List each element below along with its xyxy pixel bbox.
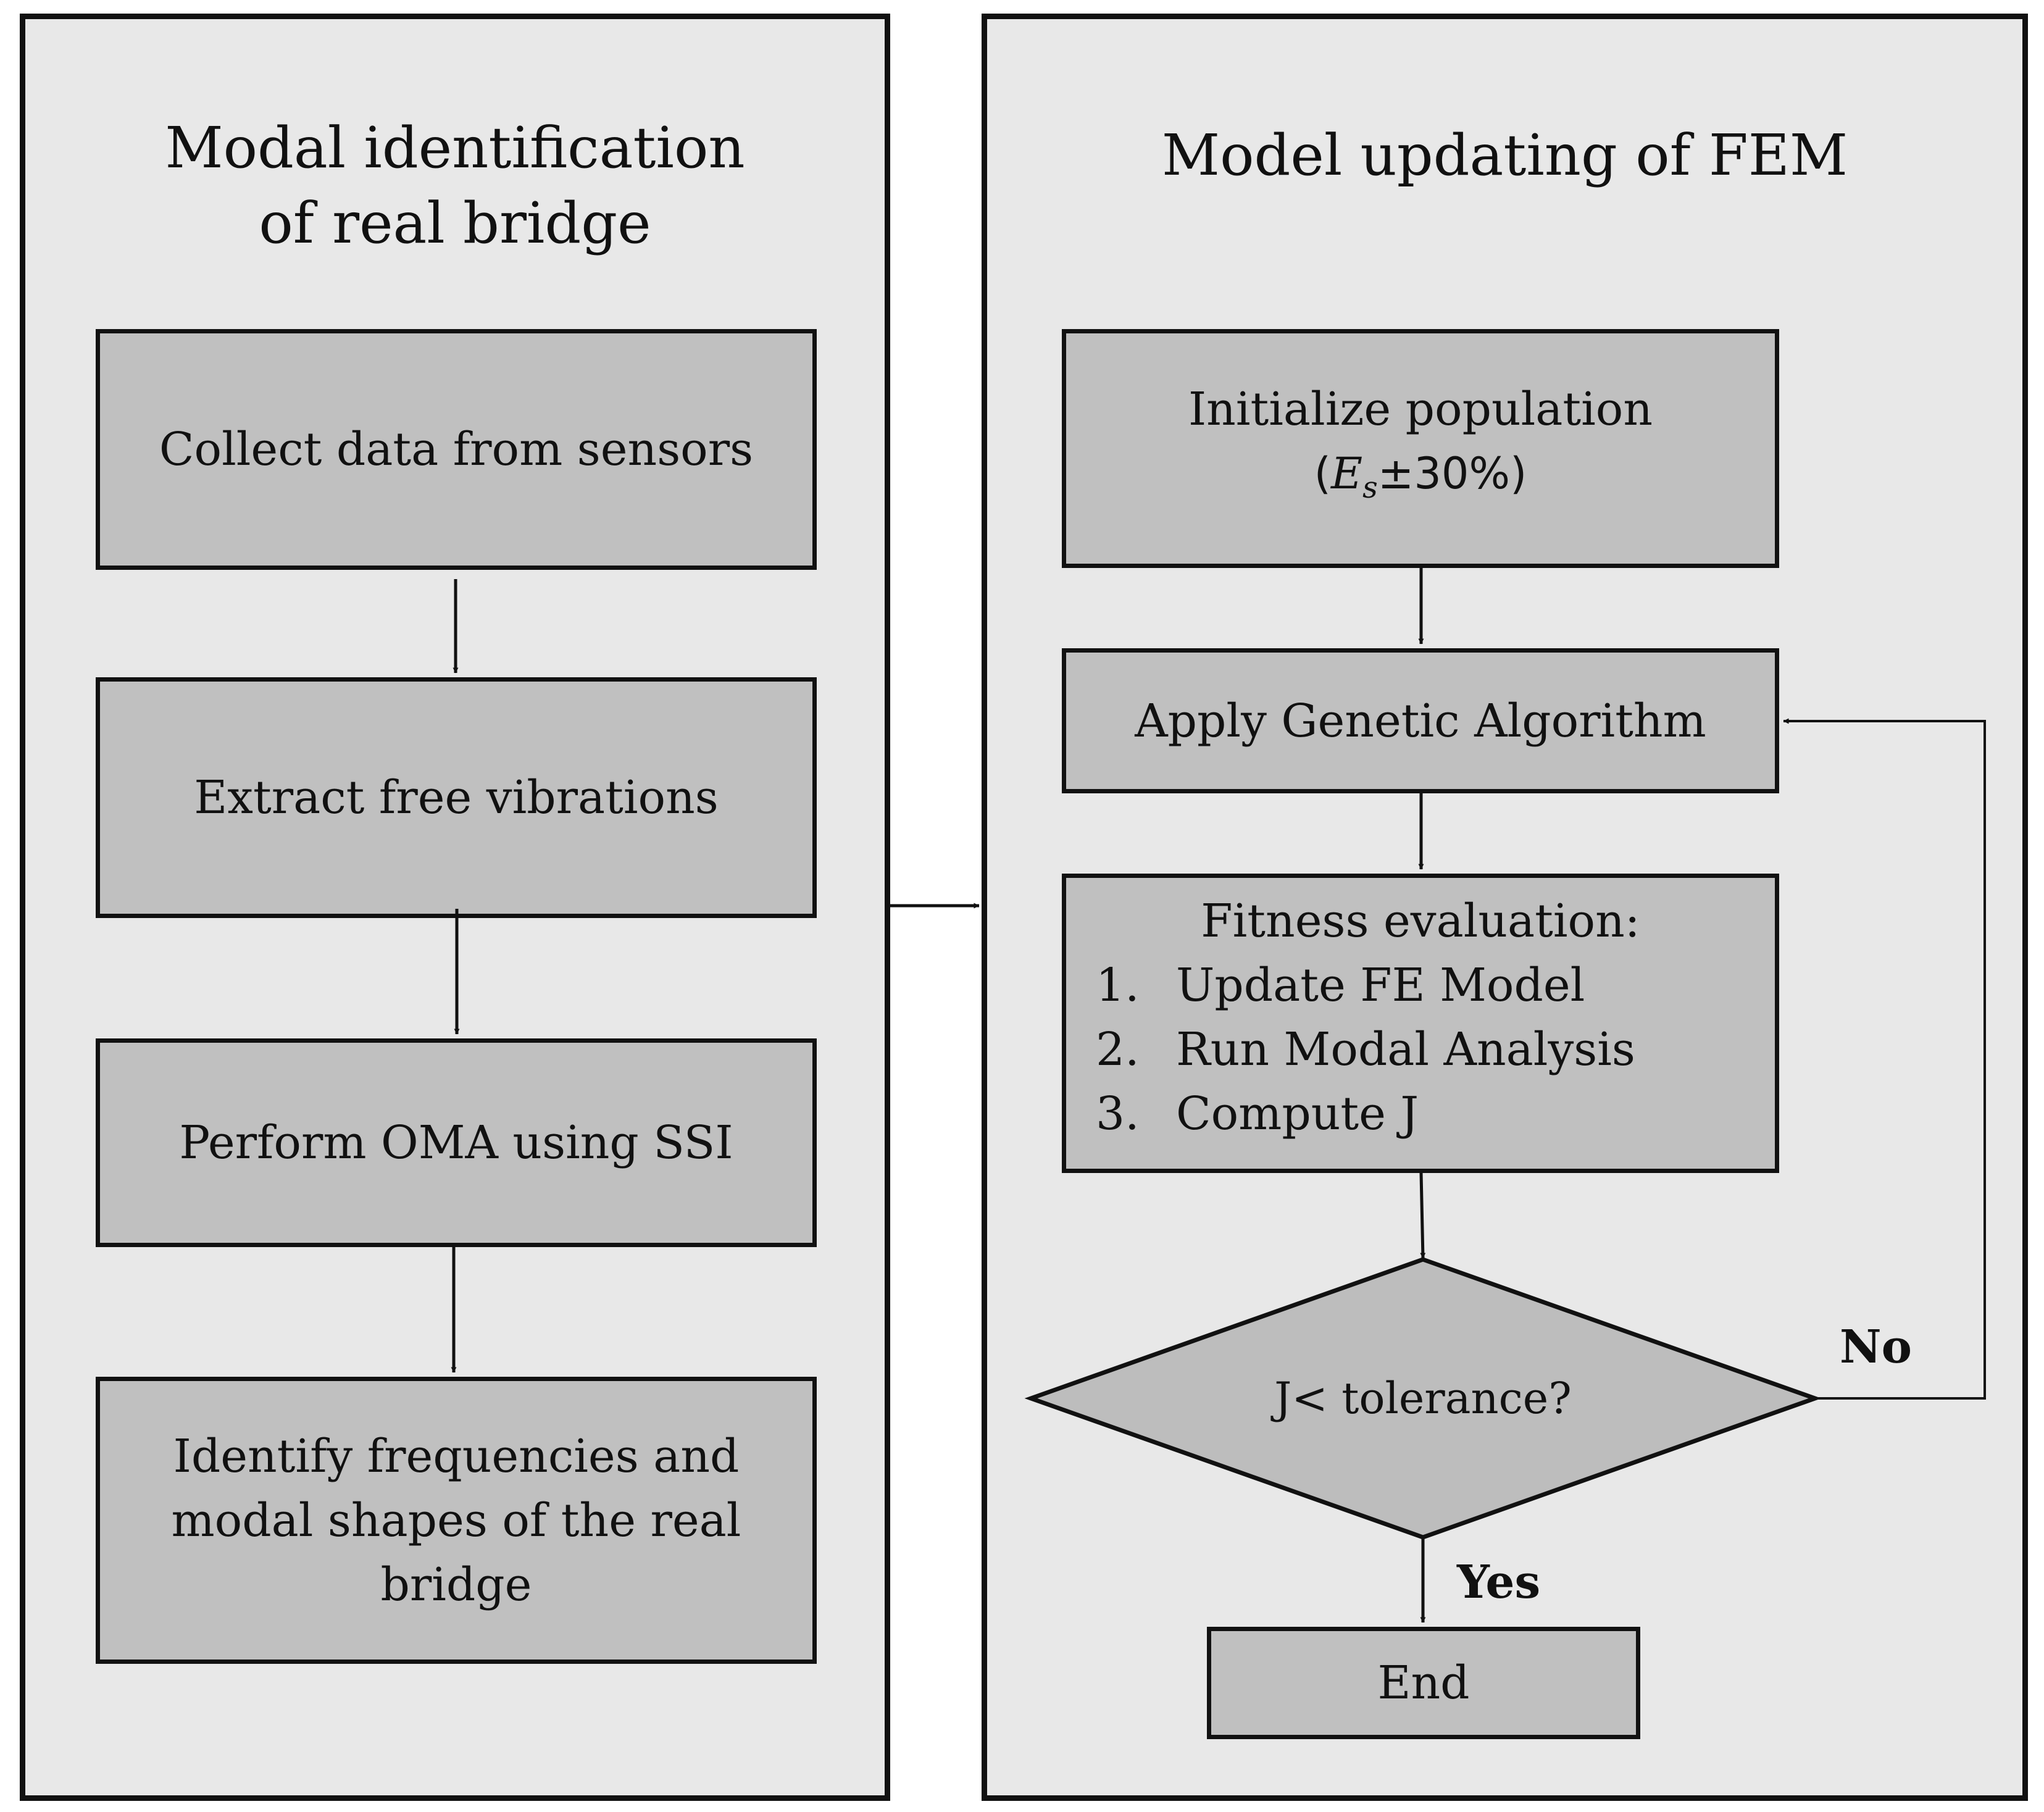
fitness-item-3: 3. Compute J	[1096, 1082, 1419, 1146]
fitness-item-3-num: 3.	[1096, 1087, 1140, 1140]
step-apply-ga-label: Apply Genetic Algorithm	[1135, 694, 1706, 748]
no-label: No	[1840, 1321, 1912, 1374]
arrow-no-loop	[1783, 718, 1986, 1400]
step-end-label: End	[1377, 1656, 1470, 1710]
step-identify-modes-line-3: bridge	[380, 1558, 532, 1611]
yes-label: Yes	[1457, 1556, 1541, 1609]
step-fitness-evaluation: Fitness evaluation: 1. Update FE Model 2.…	[1062, 874, 1779, 1173]
left-title-line-1: Modal identification	[165, 115, 745, 181]
left-panel-title: Modal identification of real bridge	[25, 111, 885, 261]
decision-diamond	[1024, 1257, 1822, 1540]
step-end: End	[1207, 1627, 1640, 1739]
step-perform-oma-label: Perform OMA using SSI	[179, 1116, 733, 1169]
step-collect-data-label: Collect data from sensors	[159, 423, 754, 476]
fitness-item-1: 1. Update FE Model	[1096, 953, 1585, 1017]
decision-label: J< tolerance?	[1274, 1373, 1572, 1424]
init-formula: (Es±30%)	[1188, 441, 1653, 520]
right-panel-title: Model updating of FEM	[1161, 122, 1848, 188]
fitness-item-2-text: Run Modal Analysis	[1176, 1023, 1635, 1076]
step-identify-modes-line-1: Identify frequencies and	[173, 1429, 740, 1483]
fitness-item-3-text: Compute J	[1176, 1087, 1419, 1140]
fitness-item-1-text: Update FE Model	[1176, 959, 1585, 1012]
step-identify-modes-line-2: modal shapes of the real	[171, 1493, 741, 1547]
step-initialize-population: Initialize population (Es±30%)	[1062, 329, 1779, 568]
step-apply-ga: Apply Genetic Algorithm	[1062, 648, 1779, 793]
fitness-item-1-num: 1.	[1096, 959, 1140, 1012]
step-identify-modes: Identify frequencies and modal shapes of…	[96, 1377, 817, 1664]
arrow-fitness-to-decision	[1419, 1172, 1426, 1259]
step-collect-data: Collect data from sensors	[96, 329, 817, 570]
init-line-1: Initialize population	[1188, 383, 1653, 436]
init-formula-open: (	[1314, 448, 1331, 499]
fitness-item-2-num: 2.	[1096, 1023, 1140, 1076]
init-formula-rest: ±30%)	[1377, 448, 1527, 499]
step-perform-oma: Perform OMA using SSI	[96, 1038, 817, 1247]
left-title-line-2: of real bridge	[259, 190, 651, 256]
fitness-heading: Fitness evaluation:	[1201, 895, 1640, 948]
step-initialize-population-text: Initialize population (Es±30%)	[1188, 377, 1653, 520]
init-formula-sub: s	[1362, 470, 1378, 505]
step-identify-modes-text: Identify frequencies and modal shapes of…	[172, 1424, 741, 1617]
step-extract-vibrations-label: Extract free vibrations	[194, 771, 719, 824]
fitness-item-2: 2. Run Modal Analysis	[1096, 1017, 1635, 1082]
init-formula-var: E	[1330, 448, 1363, 499]
